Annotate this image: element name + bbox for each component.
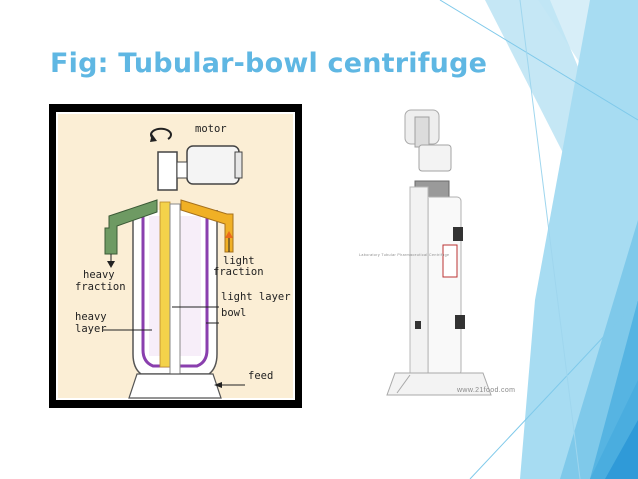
label-heavy-layer-2: layer [75,323,107,335]
centrifuge-photo: Laboratory Tubular Pharmaceutical Centri… [355,105,520,407]
control-knob [415,321,421,329]
stand-brace [396,374,411,394]
deco-line-2 [469,299,638,479]
motor-housing [418,144,452,172]
rotation-arrowhead [150,134,157,142]
motor-shaft-housing [157,151,178,191]
deco-wedge-dark [590,300,638,479]
label-light-fraction-2: fraction [213,266,264,278]
label-motor: motor [195,123,227,135]
device-label: Laboratory Tubular Pharmaceutical Centri… [359,253,449,257]
watermark: www.21food.com [456,387,515,394]
feed-arrow-icon [214,382,222,388]
stand-base [128,373,222,399]
label-feed: feed [248,370,273,382]
motor-handle [414,116,430,148]
heavy-fraction-arrow-icon [107,261,115,268]
stand-base [386,372,492,396]
label-heavy-fraction-2: fraction [75,281,126,293]
label-light-layer: light layer [221,291,291,303]
label-light-fraction-1: light [223,255,255,267]
motor-body [186,145,240,185]
side-bracket [409,186,429,378]
centrifuge-diagram: motor light fraction heavy fraction ligh… [49,104,302,408]
motor-endcap [234,151,243,179]
side-plate [442,244,458,278]
label-heavy-layer-1: heavy [75,311,107,323]
heavy-fraction-outlet [104,199,158,255]
clamp-2 [455,315,465,329]
motor-coupling [176,161,188,179]
deco-line-1 [439,0,638,121]
clamp-1 [453,227,463,241]
deco-line-3 [519,0,581,479]
light-fraction-arrow-icon [225,231,233,238]
light-layer-band [159,201,171,368]
slide-title: Fig: Tubular-bowl centrifuge [50,48,488,79]
rotation-arrow-icon [150,127,172,140]
feed-tube [169,203,181,379]
label-heavy-fraction-1: heavy [83,269,115,281]
label-bowl: bowl [221,307,246,319]
